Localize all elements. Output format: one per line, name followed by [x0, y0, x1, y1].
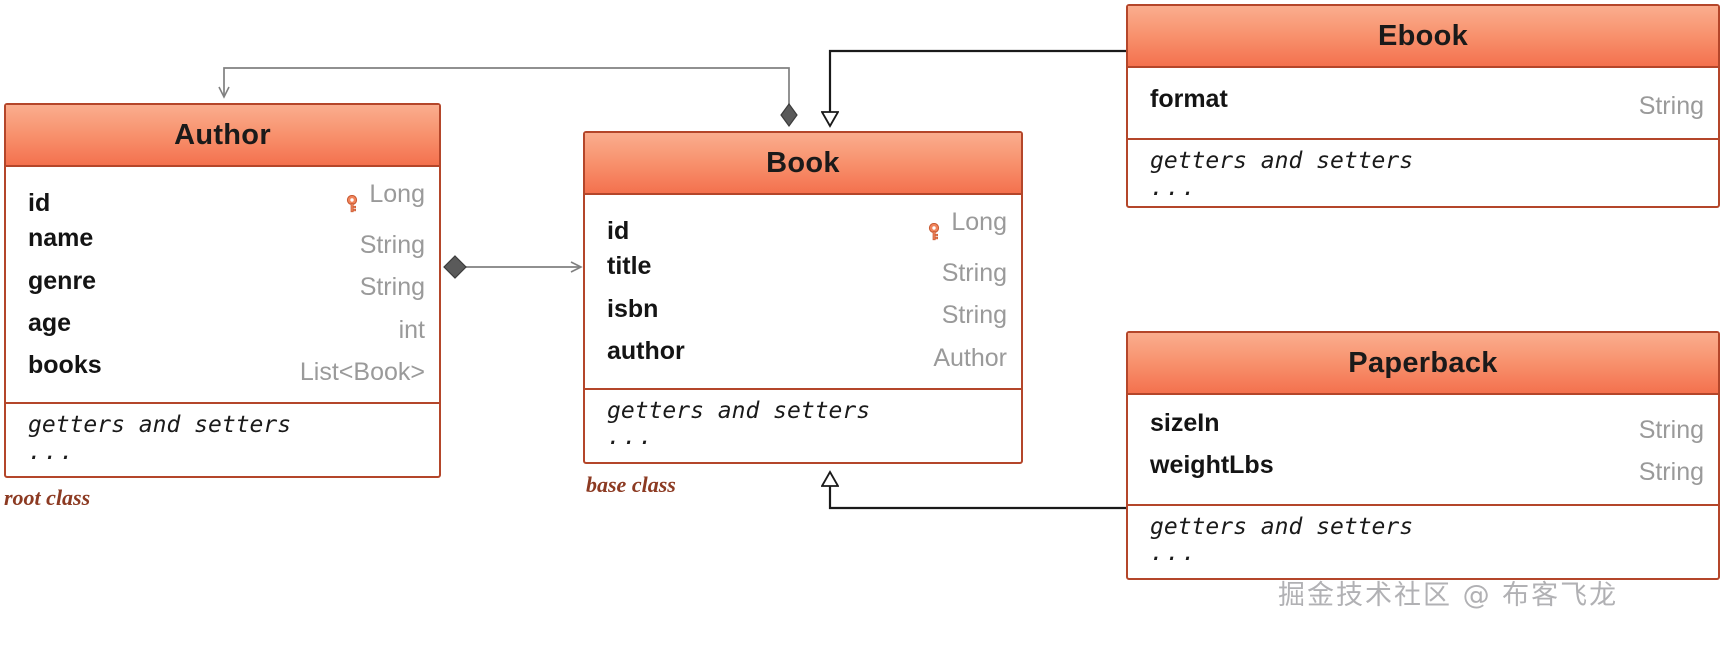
attribute-name: id [28, 188, 51, 217]
attribute-row: books List<Book> [28, 348, 425, 390]
attribute-name: name [28, 224, 94, 253]
relationship-author-to-book [443, 255, 583, 279]
attribute-name: author [607, 336, 685, 365]
attribute-compartment-book: id Long title [585, 195, 1021, 390]
uml-class-ebook[interactable]: Ebook format String getters and setters … [1126, 4, 1720, 209]
attribute-row: author Author [607, 334, 1007, 376]
methods-ellipsis: ... [1150, 174, 1198, 201]
key-spacer [336, 245, 352, 246]
uml-class-book[interactable]: Book id Long [583, 131, 1023, 464]
class-header-paperback: Paperback [1128, 333, 1718, 395]
attribute-type: String [1638, 458, 1704, 486]
class-name-author: Author [174, 118, 271, 151]
attribute-row: isbn String [607, 292, 1007, 334]
attribute-name: sizeIn [1150, 409, 1220, 437]
attribute-type: String [359, 273, 425, 302]
attribute-row: name String [28, 221, 425, 263]
methods-text: getters and setters [1150, 513, 1414, 540]
uml-class-author[interactable]: Author id Long [4, 103, 441, 479]
method-compartment-author: getters and setters ... [6, 404, 439, 476]
attribute-row: id Long [28, 177, 425, 221]
attribute-type: String [941, 259, 1007, 287]
relationship-ebook-to-book [830, 49, 1126, 126]
attribute-row: age int [28, 306, 425, 348]
attribute-name: books [28, 351, 102, 379]
primary-key-icon [345, 188, 361, 212]
attribute-type: String [359, 231, 425, 259]
attribute-compartment-author: id Long name [6, 167, 439, 405]
attribute-row: title String [607, 249, 1007, 291]
caption-root-class: root class [4, 485, 91, 510]
attribute-row: id Long [607, 205, 1007, 249]
attribute-name: format [1150, 85, 1228, 113]
key-spacer [1615, 106, 1631, 107]
caption-base-class: base class [586, 472, 676, 497]
class-header-book: Book [585, 133, 1021, 195]
attribute-row: weightLbs String [1150, 448, 1704, 490]
key-spacer [1615, 472, 1631, 473]
method-compartment-paperback: getters and setters ... [1128, 506, 1718, 578]
key-spacer [909, 358, 925, 359]
attribute-type: List<Book> [299, 357, 425, 386]
key-spacer [375, 330, 391, 331]
key-spacer [1615, 430, 1631, 431]
class-header-author: Author [6, 105, 439, 167]
attribute-compartment-ebook: format String [1128, 68, 1718, 141]
key-spacer [336, 288, 352, 289]
class-header-ebook: Ebook [1128, 6, 1718, 68]
attribute-type: int [398, 315, 425, 344]
relationship-paperback-to-book [830, 472, 1126, 510]
class-name-book: Book [766, 146, 840, 179]
uml-class-paperback[interactable]: Paperback sizeIn String weightLbs String… [1126, 331, 1720, 580]
attribute-name: genre [28, 266, 97, 295]
attribute-name: title [607, 252, 652, 281]
attribute-name: isbn [607, 294, 659, 323]
attribute-type: String [1638, 91, 1704, 120]
attribute-row: sizeIn String [1150, 406, 1704, 448]
attribute-name: age [28, 308, 72, 337]
methods-text: getters and setters [607, 398, 871, 424]
method-compartment-ebook: getters and setters ... [1128, 140, 1718, 206]
aggregation-diamond-book [780, 102, 798, 128]
attribute-type: Long [951, 208, 1007, 236]
key-spacer [918, 316, 934, 317]
attribute-type: Author [933, 343, 1007, 372]
primary-key-icon [927, 216, 943, 240]
methods-ellipsis: ... [28, 438, 76, 465]
watermark-text: 掘金技术社区 @ 布客飞龙 [1278, 580, 1619, 611]
attribute-name: weightLbs [1150, 451, 1274, 480]
methods-text: getters and setters [28, 412, 292, 439]
class-name-paperback: Paperback [1348, 346, 1498, 379]
attribute-name: id [607, 216, 630, 245]
attribute-compartment-paperback: sizeIn String weightLbs String [1128, 395, 1718, 506]
attribute-type: Long [369, 180, 425, 208]
class-name-ebook: Ebook [1377, 19, 1469, 52]
methods-text: getters and setters [1150, 148, 1414, 175]
aggregation-diamond-author [443, 255, 467, 279]
method-compartment-book: getters and setters ... [585, 390, 1021, 462]
methods-ellipsis: ... [607, 424, 655, 451]
attribute-row: format String [1150, 82, 1704, 124]
attribute-type: String [1638, 415, 1704, 444]
key-spacer [918, 273, 934, 274]
methods-ellipsis: ... [1150, 539, 1198, 566]
attribute-type: String [941, 301, 1007, 330]
attribute-row: genre String [28, 264, 425, 306]
key-spacer [276, 372, 292, 373]
